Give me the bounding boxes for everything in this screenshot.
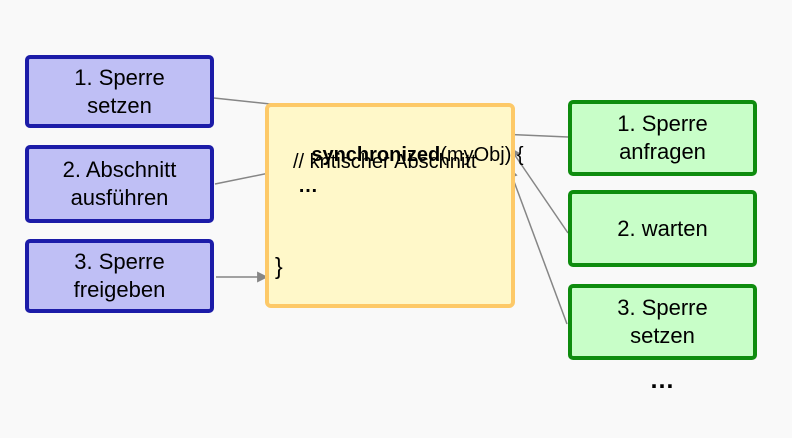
right-step-2-label: 2. warten (617, 215, 708, 241)
left-step-1-box: 1. Sperre setzen (25, 55, 214, 128)
left-step-3-label: 3. Sperre freigeben (73, 249, 166, 302)
code-line-closing-brace: } (275, 253, 283, 279)
arrow-lock-acquire-to-code (507, 166, 568, 325)
right-step-1-label: 1. Sperre anfragen (617, 111, 708, 164)
right-step-1-box: 1. Sperre anfragen (568, 100, 757, 176)
bottom-ellipsis: … (649, 366, 675, 394)
right-step-2-box: 2. warten (568, 190, 757, 267)
code-line-synchronized: synchronized(myObj) { (278, 121, 524, 190)
left-step-2-box: 2. Abschnitt ausführen (25, 145, 214, 223)
code-box: synchronized(myObj) { // kritischer Absc… (265, 103, 524, 308)
code-line-comment: // kritischer Abschnitt (293, 151, 477, 173)
left-step-1-label: 1. Sperre setzen (74, 64, 165, 118)
synchronized-keyword: synchronized (311, 144, 441, 166)
left-step-2-label: 2. Abschnitt ausführen (62, 157, 177, 210)
code-line-ellipsis: … (298, 175, 318, 197)
synchronized-args: (myObj) { (440, 144, 524, 166)
left-step-3-box: 3. Sperre freigeben (25, 239, 214, 313)
right-step-3-label: 3. Sperre setzen (617, 295, 708, 348)
right-step-3-box: 3. Sperre setzen (568, 284, 757, 360)
